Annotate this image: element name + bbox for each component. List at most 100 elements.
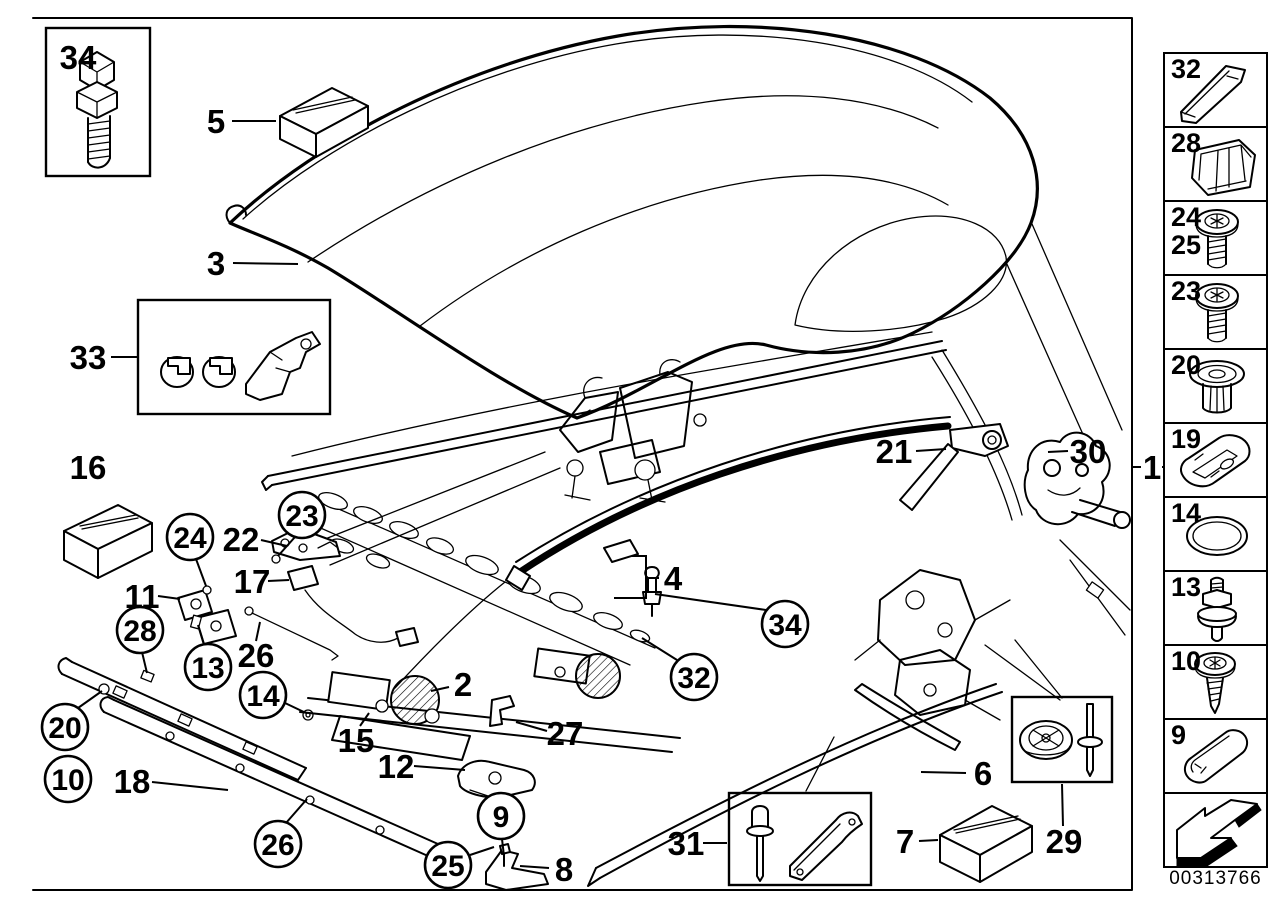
callout-18[interactable]: 18: [114, 763, 229, 800]
callout-4[interactable]: 4: [614, 555, 683, 599]
circled-callout-13[interactable]: 13: [183, 624, 233, 692]
circled-callout-24[interactable]: 24: [165, 512, 215, 587]
circled-callout-14[interactable]: 14: [238, 670, 307, 720]
callout-5[interactable]: 5: [207, 103, 276, 140]
sidebar-item-label: 32: [1171, 54, 1202, 84]
callout-22[interactable]: 22: [223, 521, 288, 558]
tension-bow: [394, 416, 952, 689]
svg-text:8: 8: [555, 851, 573, 888]
svg-text:18: 18: [114, 763, 151, 800]
circled-callout-9[interactable]: 9: [476, 791, 526, 857]
circled-callout-32[interactable]: 32: [641, 637, 719, 702]
sidebar-item-label: 13: [1171, 572, 1202, 602]
callout-26[interactable]: 26: [238, 621, 275, 674]
circled-callout-23[interactable]: 23: [277, 490, 327, 557]
ball-stud-part: [603, 539, 662, 617]
circled-callout-20[interactable]: 20: [40, 690, 103, 752]
sidebar-item-label: 9: [1171, 720, 1187, 750]
svg-text:24: 24: [173, 522, 207, 555]
sidebar-item-20[interactable]: 20: [1163, 348, 1268, 424]
sidebar-item-label: 23: [1171, 276, 1202, 306]
callout-3[interactable]: 3: [207, 245, 299, 282]
svg-text:33: 33: [70, 339, 107, 376]
svg-text:29: 29: [1046, 823, 1083, 860]
frame-assembly: [57, 331, 1131, 891]
callout-33[interactable]: 33: [70, 339, 137, 376]
rear-quarter-rails: [1005, 223, 1131, 636]
hardware-box-31: [727, 791, 873, 887]
svg-text:2: 2: [454, 666, 472, 703]
callout-34[interactable]: 34: [60, 39, 97, 76]
svg-text:26: 26: [238, 637, 275, 674]
sidebar-item-10[interactable]: 10: [1163, 644, 1268, 720]
callout-7[interactable]: 7: [896, 823, 939, 860]
document-number: 00313766: [1169, 868, 1262, 889]
callout-1[interactable]: 1: [1133, 449, 1165, 486]
hex-bolt-icon: [76, 51, 118, 169]
svg-text:30: 30: [1070, 433, 1107, 470]
right-pivot-cluster: [854, 569, 1063, 751]
svg-text:26: 26: [261, 829, 294, 862]
sidebar-item-13[interactable]: 13: [1163, 570, 1268, 646]
callout-16[interactable]: 16: [70, 449, 107, 486]
circled-callout-34[interactable]: 34: [654, 593, 810, 649]
sidebar-item-28[interactable]: 28: [1163, 126, 1268, 202]
svg-text:3: 3: [207, 245, 225, 282]
sidebar-item-9[interactable]: 9: [1163, 718, 1268, 794]
callout-12[interactable]: 12: [378, 748, 466, 785]
sidebar-item-32[interactable]: 32: [1163, 52, 1268, 128]
callout-15[interactable]: 15: [338, 712, 375, 759]
sidebar-item-label: 28: [1171, 128, 1202, 158]
sidebar-arrow-cell[interactable]: [1163, 792, 1268, 868]
callout-31[interactable]: 31: [668, 825, 727, 862]
center-linkage: [309, 359, 707, 566]
callout-27[interactable]: 27: [515, 715, 583, 752]
hardware-box-34: [44, 26, 152, 178]
circled-callout-28[interactable]: 28: [115, 605, 165, 674]
circled-callout-25[interactable]: 25: [423, 840, 495, 890]
callout-8[interactable]: 8: [519, 851, 573, 888]
svg-text:10: 10: [51, 764, 84, 797]
callout-29[interactable]: 29: [1046, 783, 1083, 860]
svg-text:15: 15: [338, 722, 375, 759]
svg-text:25: 25: [431, 850, 464, 883]
angle-bracket-27: [489, 695, 515, 727]
callout-21[interactable]: 21: [876, 433, 947, 470]
svg-text:13: 13: [191, 652, 224, 685]
carton-7: [939, 805, 1033, 883]
svg-text:32: 32: [677, 662, 710, 695]
hardware-box-29: [1010, 695, 1114, 784]
svg-text:20: 20: [48, 712, 81, 745]
sidebar-item-23[interactable]: 23: [1163, 274, 1268, 350]
hardware-box-33: [136, 298, 332, 416]
bracket-21: [899, 423, 1009, 511]
sidebar-item-19[interactable]: 19: [1163, 422, 1268, 498]
circled-callout-10[interactable]: 10: [43, 754, 93, 804]
corner-strip-icon: [789, 811, 863, 881]
pin-icon: [1077, 703, 1103, 777]
carton-5: [279, 87, 369, 158]
sidebar-item-14[interactable]: 14: [1163, 496, 1268, 572]
svg-text:28: 28: [123, 615, 156, 648]
svg-text:31: 31: [668, 825, 705, 862]
callout-6[interactable]: 6: [920, 755, 992, 792]
svg-text:23: 23: [285, 500, 318, 533]
callout-2[interactable]: 2: [430, 666, 472, 703]
soft-top-canvas: [225, 24, 1039, 420]
svg-text:6: 6: [974, 755, 992, 792]
callout-30[interactable]: 30: [1047, 433, 1107, 470]
callout-17[interactable]: 17: [234, 563, 290, 600]
sidebar-item-label: 10: [1171, 646, 1202, 676]
hinge-30: [1023, 431, 1131, 529]
drawing-border: [32, 17, 1133, 891]
svg-text:12: 12: [378, 748, 415, 785]
direction-arrow-icon: [1165, 794, 1270, 870]
svg-text:21: 21: [876, 433, 913, 470]
clip-pair-icon: [160, 356, 236, 388]
circled-callout-26[interactable]: 26: [253, 798, 308, 869]
